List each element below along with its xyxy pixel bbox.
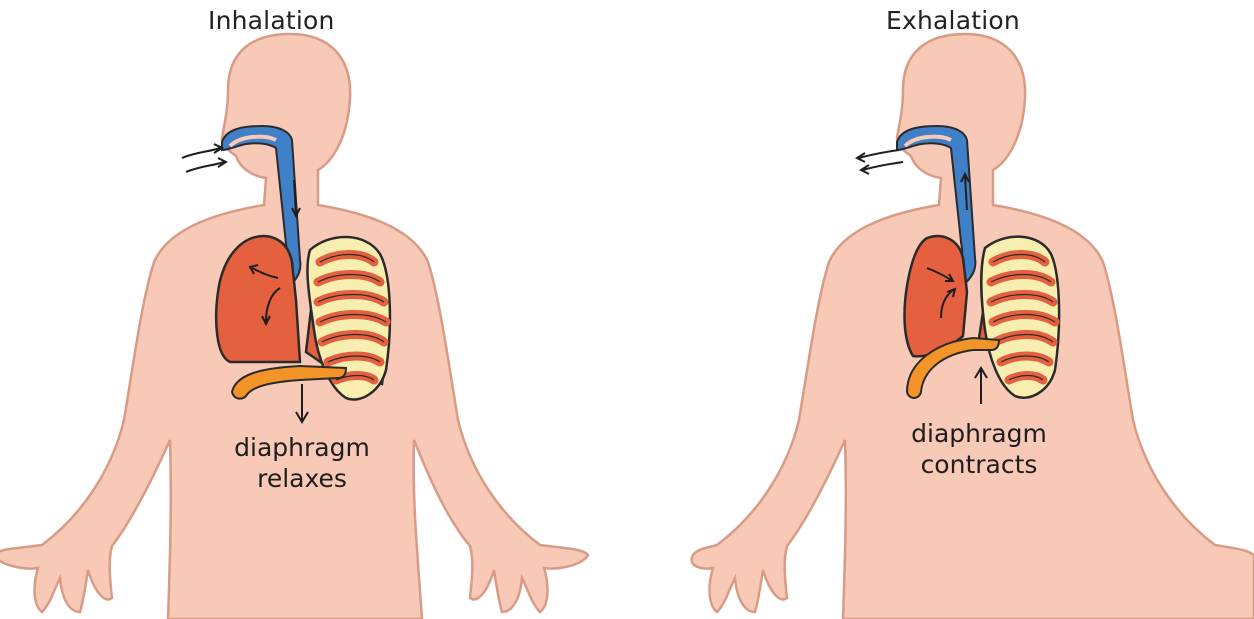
inhalation-panel: Inhalation diaphragm relaxes	[0, 0, 627, 619]
exhalation-panel: Exhalation diaphragm contracts	[627, 0, 1254, 619]
caption-line-1: diaphragm	[869, 418, 1089, 449]
panel-title: Exhalation	[886, 6, 1020, 35]
caption-line-1: diaphragm	[192, 432, 412, 463]
body-silhouette	[692, 34, 1254, 619]
diaphragm-caption: diaphragm contracts	[869, 418, 1089, 480]
exhalation-illustration	[627, 0, 1254, 619]
inhalation-illustration	[0, 0, 627, 619]
caption-line-2: relaxes	[192, 463, 412, 494]
panel-title: Inhalation	[208, 6, 335, 35]
caption-line-2: contracts	[869, 449, 1089, 480]
diaphragm-caption: diaphragm relaxes	[192, 432, 412, 494]
